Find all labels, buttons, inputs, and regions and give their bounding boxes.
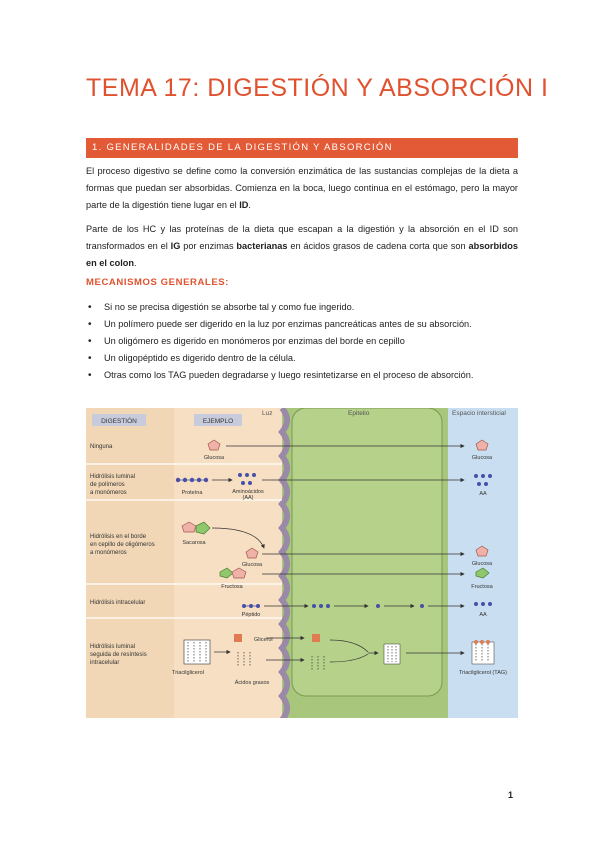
fructose-label: Fructosa xyxy=(471,584,493,590)
fatty-acids-label: Ácidos grasos xyxy=(235,679,270,686)
paragraph-colon-absorption: Parte de los HC y las proteínas de la di… xyxy=(86,221,518,272)
flow-arrow xyxy=(211,527,265,549)
glucose-molecule xyxy=(207,439,221,451)
aa-label: (AA) xyxy=(243,495,254,501)
fatty-acid-chains xyxy=(387,646,397,662)
aa-label: AA xyxy=(479,491,487,497)
list-item: Otras como los TAG pueden degradarse y l… xyxy=(86,367,518,384)
sucrose-label: Sacarosa xyxy=(182,540,206,546)
figure-svg: DIGESTIÓN EJEMPLO Luz Epitelio Espacio i… xyxy=(86,406,518,722)
text-run: El proceso digestivo se define como la c… xyxy=(86,166,518,210)
fructose-molecule xyxy=(475,567,490,579)
glycerol-bead xyxy=(474,640,478,644)
lumen-header: Luz xyxy=(262,410,272,417)
bold-term: ID xyxy=(239,200,249,210)
page-number: 1 xyxy=(508,790,514,800)
digestion-absorption-figure: DIGESTIÓN EJEMPLO Luz Epitelio Espacio i… xyxy=(86,406,518,722)
glycerol-bead xyxy=(480,640,484,644)
glucose-molecule xyxy=(231,567,247,579)
amino-acids xyxy=(474,474,492,486)
interstitial-header: Espacio intersticial xyxy=(452,410,506,417)
peptide-label: Péptido xyxy=(242,612,261,618)
brush-border xyxy=(278,406,290,722)
list-item: Si no se precisa digestión se absorbe ta… xyxy=(86,299,518,316)
text-run: por enzimas xyxy=(180,241,237,251)
mechanisms-heading: MECANISMOS GENERALES: xyxy=(86,277,229,288)
amino-acid xyxy=(376,604,380,608)
bold-term: bacterianas xyxy=(236,241,288,251)
example-header-box xyxy=(194,414,242,426)
epithelium-header: Epitelio xyxy=(348,410,370,417)
glucose-molecule xyxy=(475,545,489,557)
merge-arrow xyxy=(329,639,369,663)
fructose-label: Fructosa xyxy=(221,584,243,590)
digestion-header: DIGESTIÓN xyxy=(101,416,137,425)
interstitial-space xyxy=(448,408,518,718)
amino-acid xyxy=(420,604,424,608)
tag-label: Triacilglicerol (TAG) xyxy=(459,670,507,676)
paragraph-digestive-process: El proceso digestivo se define como la c… xyxy=(86,163,518,214)
page-title: TEMA 17: DIGESTIÓN Y ABSORCIÓN I xyxy=(86,74,549,102)
bold-term: absorbidos en el colon xyxy=(86,241,518,268)
fatty-acid-chains xyxy=(187,642,207,662)
glycerol-molecule xyxy=(312,634,320,642)
list-item: Un oligómero es digerido en monómeros po… xyxy=(86,333,518,350)
fatty-acid-chains xyxy=(475,644,489,662)
row-label: Hidrólisis intracelular xyxy=(90,600,145,606)
glucose-label: Glucosa xyxy=(204,455,225,461)
glycerol-molecule xyxy=(234,634,242,642)
glucose-label: Glucosa xyxy=(242,562,263,568)
row-label: Hidrólisis en el borde en cepillo de oli… xyxy=(90,534,156,556)
fatty-acids xyxy=(311,656,325,670)
text-run: . xyxy=(134,258,137,268)
text-run: . xyxy=(248,200,251,210)
amino-acids xyxy=(474,602,492,606)
glucose-molecule xyxy=(245,547,259,559)
glycerol-bead xyxy=(486,640,490,644)
glucose-label: Glucosa xyxy=(472,561,493,567)
example-header: EJEMPLO xyxy=(203,418,233,425)
fructose-molecule xyxy=(195,521,211,535)
fructose-molecule xyxy=(219,567,234,579)
section-heading: 1. GENERALIDADES DE LA DIGESTIÓN Y ABSOR… xyxy=(86,138,518,158)
row-label: Ninguna xyxy=(90,444,113,450)
tag-interstitial xyxy=(471,641,495,665)
list-item: Un oligopéptido es digerido dentro de la… xyxy=(86,350,518,367)
label-column xyxy=(86,408,174,718)
amino-acids-label: Aminoácidos xyxy=(232,489,264,495)
amino-acids xyxy=(238,473,256,485)
list-item: Un polímero puede ser digerido en la luz… xyxy=(86,316,518,333)
glucose-molecule xyxy=(475,439,489,451)
triacylglycerol-label: Triacilglicerol xyxy=(172,670,204,676)
mechanisms-list: Si no se precisa digestión se absorbe ta… xyxy=(86,299,518,384)
aa-label: AA xyxy=(479,612,487,618)
row-label: Hidrólisis luminal seguida de resíntesis… xyxy=(90,644,148,666)
glucose-molecule xyxy=(181,521,197,533)
glycerol-label: Glicerol xyxy=(254,637,273,643)
text-run: en ácidos grasos de cadena corta que son xyxy=(287,241,469,251)
fatty-acids xyxy=(237,652,251,666)
bold-term: IG xyxy=(170,241,181,251)
row-label: Hidrólisis luminal de polímeros a monóme… xyxy=(90,474,137,496)
text-run: Parte de los HC y las proteínas de la di… xyxy=(86,224,518,251)
protein-label: Proteína xyxy=(182,490,204,496)
digestion-header-box xyxy=(92,414,146,426)
peptide-chain-intracellular xyxy=(312,604,330,608)
glucose-label: Glucosa xyxy=(472,455,493,461)
